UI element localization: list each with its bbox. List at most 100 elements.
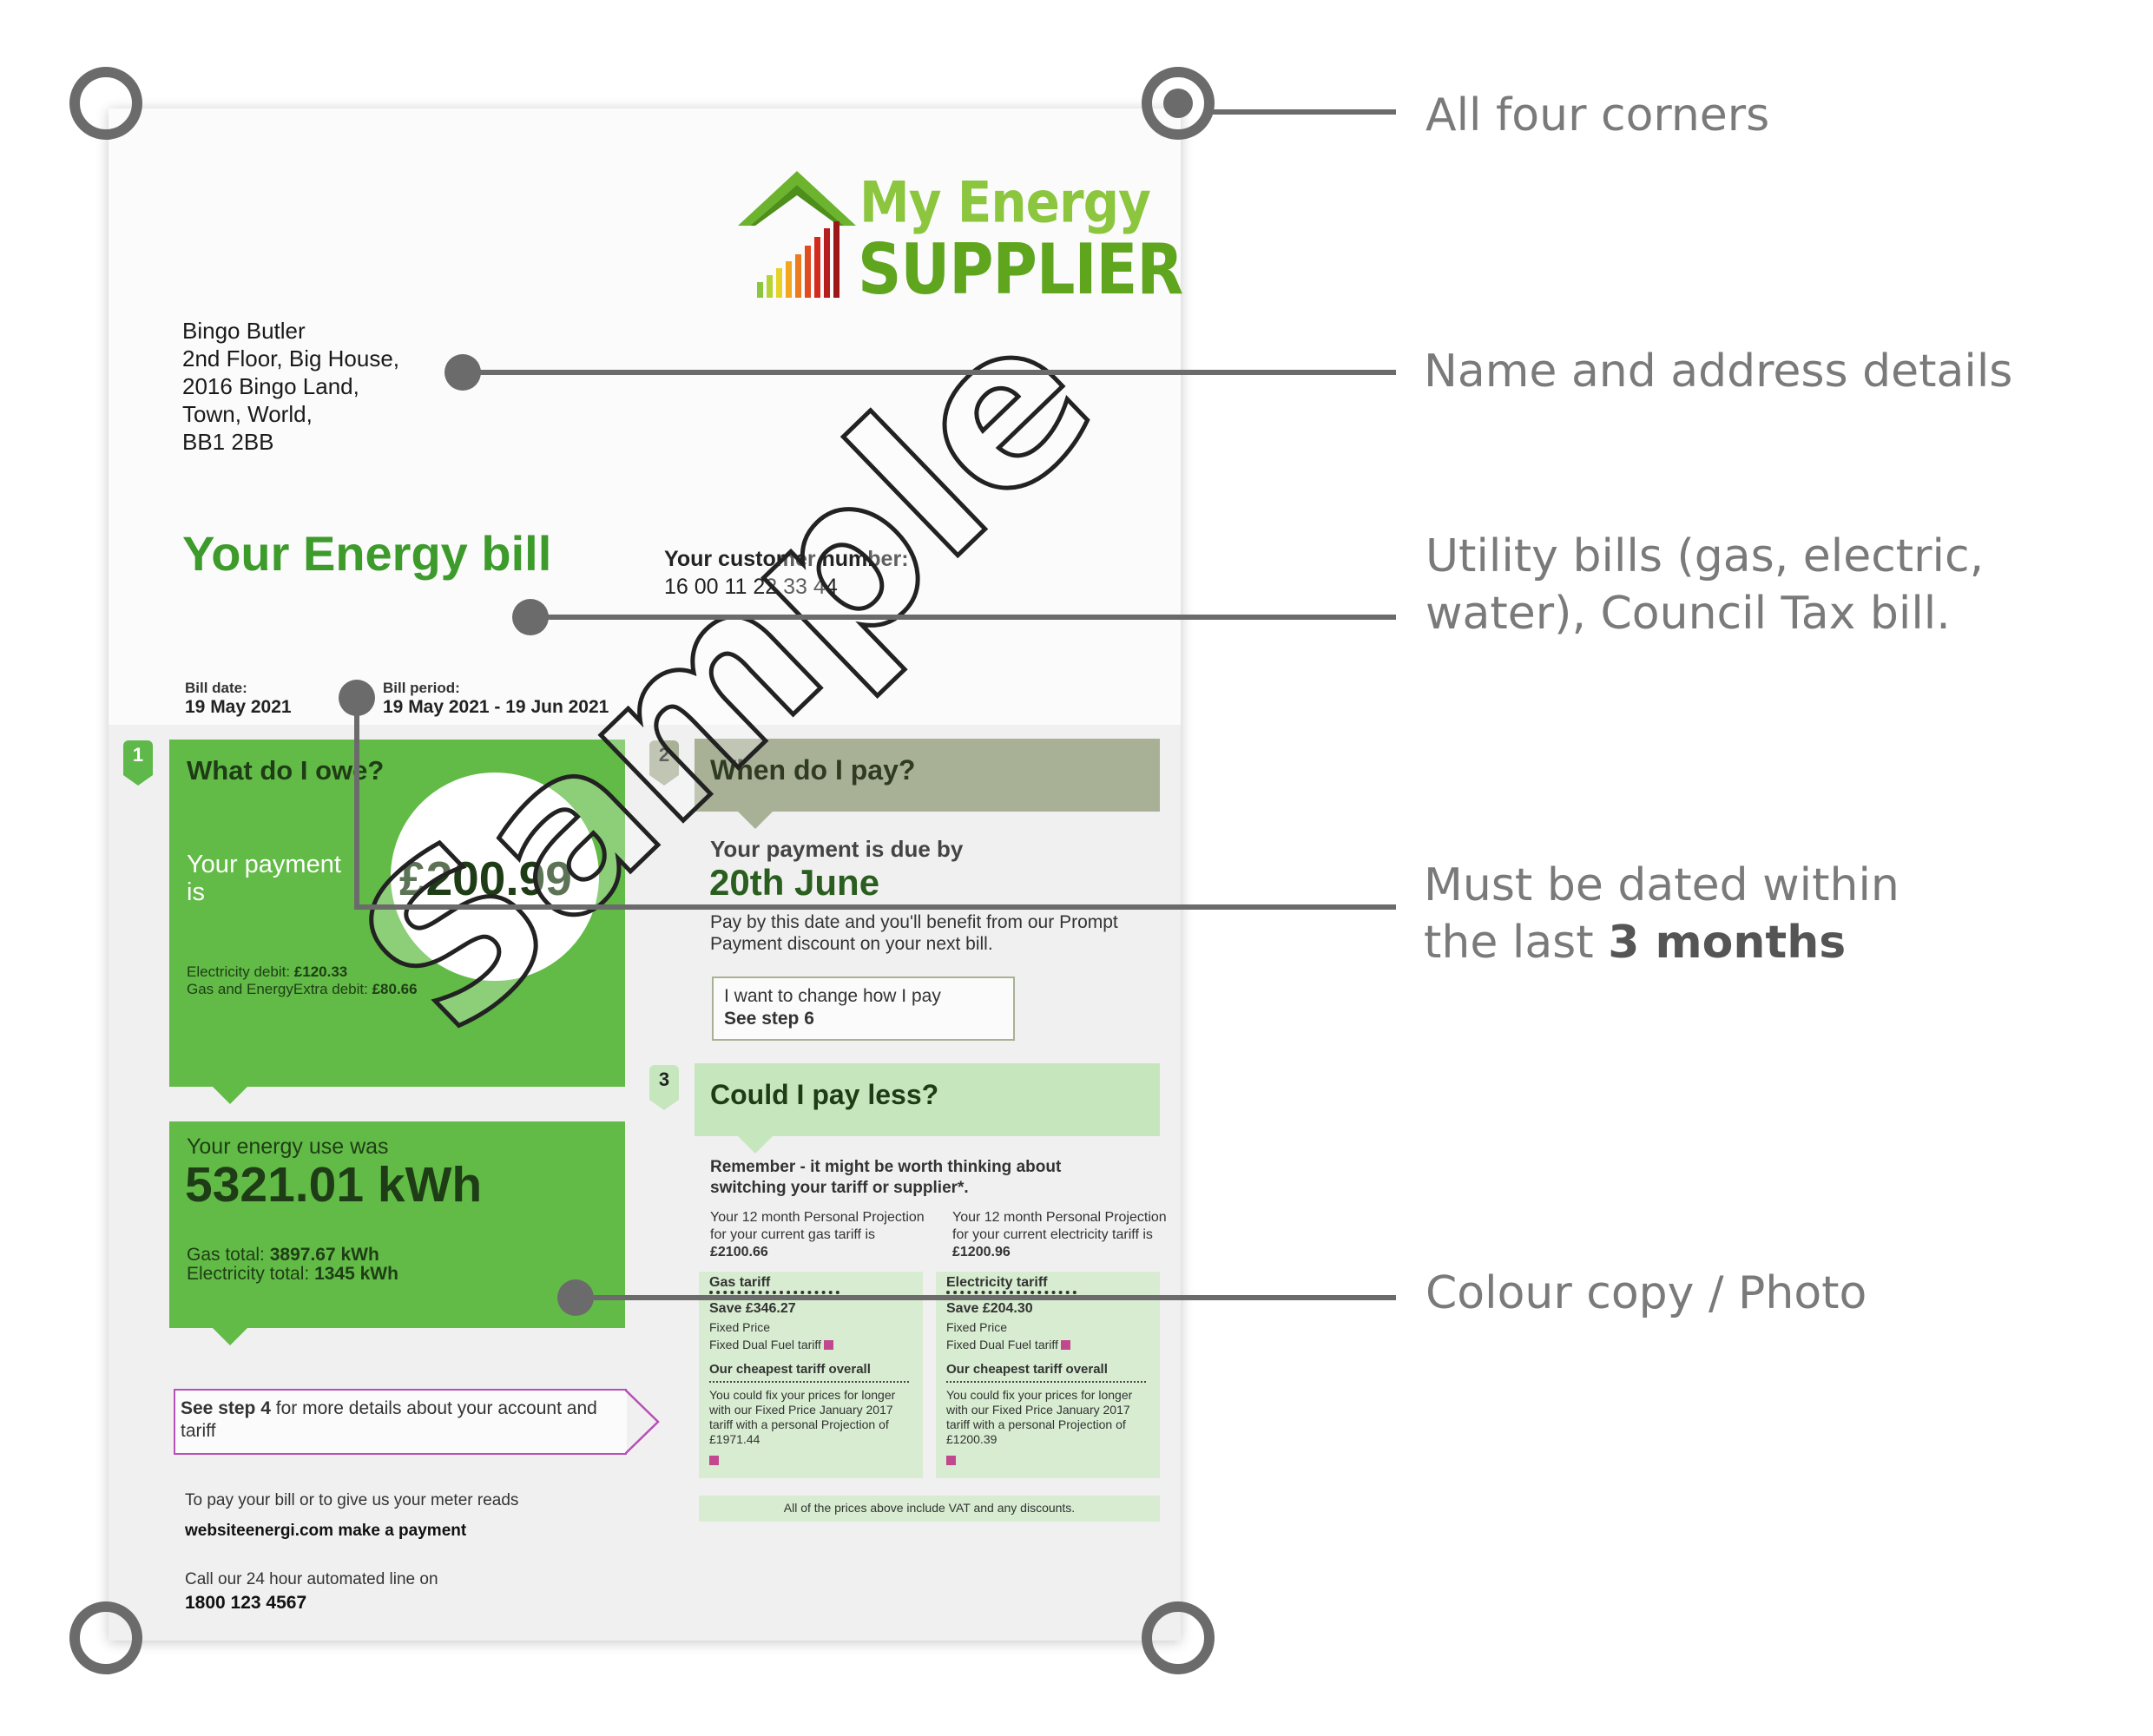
corner-marker-dot	[1163, 89, 1193, 118]
bill-date-label: Bill date:	[185, 680, 247, 696]
checkbox-icon[interactable]	[709, 1456, 719, 1465]
electricity-cheapest-heading: Our cheapest tariff overall	[946, 1362, 1108, 1377]
dotted-divider	[946, 1381, 1146, 1383]
gas-projection: Your 12 month Personal Projection for yo…	[710, 1209, 927, 1261]
leader-line-address	[463, 370, 1396, 375]
could-i-pay-less-panel: Could I pay less?	[695, 1063, 1160, 1136]
dotted-divider	[709, 1381, 909, 1383]
gas-tariff-box: Gas tariff Save £346.27 Fixed Price Fixe…	[699, 1272, 923, 1478]
payment-website-link[interactable]: websiteenergi.com make a payment	[185, 1522, 467, 1540]
checkbox-icon[interactable]	[946, 1456, 956, 1465]
gas-tariff-line-1: Fixed Price	[709, 1320, 771, 1334]
call-instruction: Call our 24 hour automated line on	[185, 1570, 438, 1588]
gas-total: Gas total: 3897.67 kWh	[187, 1245, 379, 1266]
electricity-projection-text: Your 12 month Personal Projection for yo…	[952, 1210, 1167, 1242]
change-payment-text: I want to change how I pay See step 6	[724, 985, 941, 1030]
electricity-total-value: 1345 kWh	[314, 1264, 398, 1284]
address-line: 2nd Floor, Big House,	[182, 345, 400, 372]
amount-circle	[391, 773, 599, 981]
supplier-logo: My Energy SUPPLIER	[738, 161, 1183, 310]
when-panel-tail	[738, 812, 773, 829]
see-step-6: See step 6	[724, 1009, 814, 1029]
gas-tariff-line-2-text: Fixed Dual Fuel tariff	[709, 1338, 821, 1351]
gas-debit-value: £80.66	[372, 981, 418, 997]
leader-line-bill-type	[530, 615, 1396, 620]
payment-instruction: To pay your bill or to give us your mete…	[185, 1491, 519, 1509]
pay-less-heading: Could I pay less?	[710, 1079, 939, 1110]
electricity-projection-value: £1200.96	[952, 1245, 1011, 1259]
bill-date: 19 May 2021	[185, 697, 292, 717]
energy-use-value: 5321.01 kWh	[185, 1157, 483, 1213]
checkbox-icon[interactable]	[823, 1340, 833, 1350]
annotation-dated-line-1: Must be dated within	[1424, 859, 1900, 911]
electricity-tariff-box: Electricity tariff Save £204.30 Fixed Pr…	[936, 1272, 1160, 1478]
step-2-badge: 2	[649, 740, 679, 775]
electricity-tariff-line-2: Fixed Dual Fuel tariff	[946, 1338, 1070, 1351]
gas-tariff-heading: Gas tariff	[709, 1275, 771, 1290]
bill-period: 19 May 2021 - 19 Jun 2021	[383, 697, 609, 717]
address-line: 2016 Bingo Land,	[182, 373, 359, 399]
when-heading: When do I pay?	[710, 754, 916, 786]
electricity-tariff-line-1: Fixed Price	[946, 1320, 1008, 1334]
annotation-utility-line-1: Utility bills (gas, electric,	[1425, 530, 1985, 582]
leader-line-date	[354, 904, 1396, 910]
gas-tariff-saving: Save £346.27	[709, 1301, 796, 1316]
call-number: 1800 123 4567	[185, 1593, 307, 1613]
electricity-fix-text: You could fix your prices for longer wit…	[946, 1388, 1133, 1446]
step-1-badge: 1	[123, 740, 153, 775]
step-1-badge-tip	[123, 775, 153, 786]
corner-marker-bottom-right	[1142, 1601, 1215, 1674]
see-step-4-callout[interactable]: See step 4 for more details about your a…	[174, 1389, 660, 1455]
step-3-badge-tip	[649, 1100, 679, 1110]
gas-fix-text: You could fix your prices for longer wit…	[709, 1388, 896, 1446]
electricity-tariff-saving: Save £204.30	[946, 1301, 1033, 1316]
dotted-divider	[946, 1291, 1076, 1294]
checkbox-icon[interactable]	[1060, 1340, 1070, 1350]
due-date: 20th June	[709, 862, 880, 903]
see-step-4-text: See step 4 for more details about your a…	[181, 1397, 615, 1443]
bill-period-label: Bill period:	[383, 680, 460, 696]
gas-cheapest-heading: Our cheapest tariff overall	[709, 1362, 871, 1377]
dotted-divider	[709, 1291, 839, 1294]
leader-line-corners	[1211, 109, 1396, 115]
electricity-total-label: Electricity total:	[187, 1264, 310, 1284]
electricity-projection: Your 12 month Personal Projection for yo…	[952, 1209, 1169, 1261]
gas-debit: Gas and EnergyExtra debit: £80.66	[187, 981, 418, 998]
owe-heading: What do I owe?	[187, 755, 385, 786]
vat-note: All of the prices above include VAT and …	[783, 1501, 1076, 1515]
electricity-tariff-heading: Electricity tariff	[946, 1275, 1048, 1290]
gas-tariff-line-2: Fixed Dual Fuel tariff	[709, 1338, 833, 1351]
customer-address: Bingo Butler 2nd Floor, Big House, 2016 …	[182, 317, 399, 456]
bill-title: Your Energy bill	[182, 526, 552, 581]
vat-note-box: All of the prices above include VAT and …	[699, 1496, 1160, 1522]
payment-label: Your payment is	[187, 851, 341, 906]
annotation-colour-copy: Colour copy / Photo	[1425, 1267, 1867, 1319]
electricity-total: Electricity total: 1345 kWh	[187, 1264, 398, 1285]
see-step-4-prefix: See step 4	[181, 1398, 271, 1418]
corner-marker-bottom-left	[69, 1601, 142, 1674]
electricity-debit-label: Electricity debit:	[187, 963, 291, 980]
address-line: Town, World,	[182, 401, 313, 427]
see-step-4-body: for more details about your account and …	[181, 1398, 597, 1441]
brand-name-bottom: SUPPLIER	[858, 228, 1183, 311]
customer-number-label: Your customer number:	[664, 547, 909, 571]
customer-number: 16 00 11 22 33 44	[664, 575, 838, 599]
gas-debit-label: Gas and EnergyExtra debit:	[187, 981, 368, 997]
electricity-debit-value: £120.33	[293, 963, 348, 980]
annotation-dated-prefix: the last	[1424, 917, 1594, 969]
when-do-i-pay-panel: When do I pay?	[695, 739, 1160, 812]
remember-text: Remember - it might be worth thinking ab…	[710, 1158, 1062, 1197]
step-2-badge-tip	[649, 775, 679, 786]
gas-total-value: 3897.67 kWh	[269, 1245, 379, 1265]
brand-name-top: My Energy	[859, 169, 1151, 236]
electricity-debit: Electricity debit: £120.33	[187, 963, 347, 981]
pay-less-panel-tail	[738, 1136, 773, 1154]
energy-use-panel: Your energy use was 5321.01 kWh Gas tota…	[169, 1121, 625, 1328]
change-payment-box[interactable]: I want to change how I pay See step 6	[712, 976, 1015, 1041]
change-payment-line: I want to change how I pay	[724, 986, 941, 1006]
electricity-tariff-line-2-text: Fixed Dual Fuel tariff	[946, 1338, 1058, 1351]
gas-projection-value: £2100.66	[710, 1245, 768, 1259]
gas-total-label: Gas total:	[187, 1245, 265, 1265]
bill-document: My Energy SUPPLIER Bingo Butler 2nd Floo…	[109, 108, 1183, 1641]
leader-line-colour	[576, 1295, 1396, 1300]
